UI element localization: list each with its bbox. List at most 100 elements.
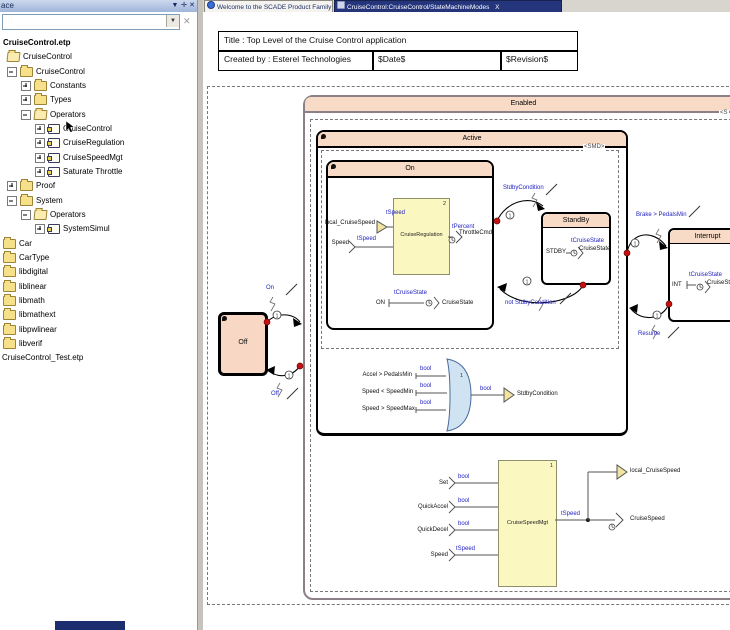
transition-label[interactable]: StdbyCondition [503,185,544,192]
signal-label: local_CruiseSpeed [630,468,680,475]
expand-icon[interactable] [35,167,45,177]
tree-item[interactable]: libverif [3,337,42,350]
expand-icon[interactable] [35,138,45,148]
tree-item[interactable]: libmathext [3,308,55,321]
type-label: tCruiseState [394,290,427,297]
type-label: bool [458,521,469,528]
tree-item[interactable]: CruiseControl [7,50,72,63]
operator-icon [48,124,60,134]
panel-pin-icon[interactable]: ✛ [180,0,188,12]
signal-label: Speed [330,240,349,247]
operator-icon [48,138,60,148]
expand-icon[interactable] [21,95,31,105]
tree-item[interactable]: libmath [3,294,45,307]
tree-item[interactable]: Proof [7,179,55,192]
sm-tag-active: <SMD> [583,144,605,151]
tree-item[interactable]: liblinear [3,280,47,293]
folder-icon [3,296,16,306]
signal-label: local_CruiseSpeed [318,220,375,227]
transition-label[interactable]: Off [271,391,279,398]
search-combo[interactable]: ▼ [2,14,180,30]
type-label: bool [420,400,431,407]
signal-label: Set [420,480,448,487]
tree-item[interactable]: CruiseRegulation [35,136,124,149]
expand-icon[interactable] [7,181,17,191]
folder-icon [20,181,33,191]
tree-item[interactable]: libpwlinear [3,323,57,336]
transition-label[interactable]: Resume [638,331,660,338]
tree-item[interactable]: Saturate Throttle [35,165,122,178]
type-label: bool [458,474,469,481]
signal-label: ON [376,300,385,307]
folder-icon [3,267,16,277]
collapse-icon[interactable] [21,110,31,120]
signal-label: ThrottleCmd [459,230,492,237]
tree-item[interactable]: CruiseControl [7,65,85,78]
expand-icon[interactable] [35,124,45,134]
combo-dropdown-icon[interactable]: ▼ [166,15,179,27]
title-block-author: Created by : Esterel Technologies [218,50,374,71]
title-block-revision: $Revision$ [500,50,578,71]
type-label: bool [458,498,469,505]
initial-state-icon [222,316,227,321]
folder-icon [20,67,33,77]
tree-item[interactable]: Constants [21,79,86,92]
tree-item[interactable]: libdigital [3,265,48,278]
document-tabbar: Welcome to the SCADE Product Family Crui… [203,0,730,12]
tree-item-project[interactable]: CruiseControl.etp [3,36,71,49]
folder-icon [3,325,16,335]
type-label: tCruiseState [571,238,604,245]
tree-item[interactable]: System [7,194,63,207]
panel-close-icon[interactable]: ✕ [188,0,196,12]
type-label: bool [420,366,431,373]
tree-item[interactable]: Operators [21,208,86,221]
operator-icon [48,153,60,163]
panel-dropdown-icon[interactable]: ▼ [171,0,179,12]
title-block-date: $Date$ [372,50,502,71]
signal-label: CruiseSpeed [630,516,665,523]
collapse-icon[interactable] [21,210,31,220]
signal-label: Speed [420,552,448,559]
state-off[interactable]: Off [218,312,268,376]
tree-item[interactable]: CarType [3,251,49,264]
transition-label[interactable]: On [266,285,274,292]
tree-item-project[interactable]: CruiseControl_Test.etp [2,351,83,364]
tree-item[interactable]: CruiseSpeedMgt [35,151,123,164]
signal-label: INT [672,282,682,289]
type-label: tSpeed [561,511,580,518]
expand-icon[interactable] [35,153,45,163]
signal-label: CruiseState [442,300,473,307]
tab-welcome[interactable]: Welcome to the SCADE Product Family [204,0,333,12]
folder-icon [3,282,16,292]
tree-item[interactable]: SystemSimul [35,222,110,235]
tree-item[interactable]: Operators [21,108,86,121]
collapse-icon[interactable] [7,196,17,206]
type-label: tSpeed [357,236,376,243]
transition-label[interactable]: not StdbyCondition [505,300,556,307]
signal-label: CruiseState [579,246,610,253]
type-label: bool [480,386,491,393]
welcome-tab-icon [207,1,215,9]
initial-state-icon [321,134,326,139]
signal-label: StdbyCondition [517,391,558,398]
search-input[interactable] [5,16,163,27]
folder-icon [3,310,16,320]
expand-icon[interactable] [35,224,45,234]
expand-icon[interactable] [21,81,31,91]
tree-item[interactable]: CruiseControl [35,122,112,135]
panel-titlebar[interactable]: ace ▼ ✛ ✕ [0,0,197,12]
transition-label[interactable]: Brake > PedalsMin [636,212,687,219]
type-label: bool [420,383,431,390]
combo-clear-icon[interactable]: ✕ [183,15,191,27]
tab-close-icon[interactable]: X [495,4,499,11]
tab-diagram-active[interactable]: CruiseControl:CruiseControl/StateMachine… [334,0,562,12]
folder-icon [3,239,16,249]
tree-item[interactable]: Types [21,93,71,106]
collapse-icon[interactable] [7,67,17,77]
folder-open-icon [33,210,47,220]
diagram-tab-icon [337,1,345,9]
panel-title: ace [1,0,14,12]
folder-icon [34,81,47,91]
tree-item[interactable]: Car [3,237,32,250]
operator-cruise-speed-mgt[interactable]: 1 CruiseSpeedMgt [498,460,557,587]
